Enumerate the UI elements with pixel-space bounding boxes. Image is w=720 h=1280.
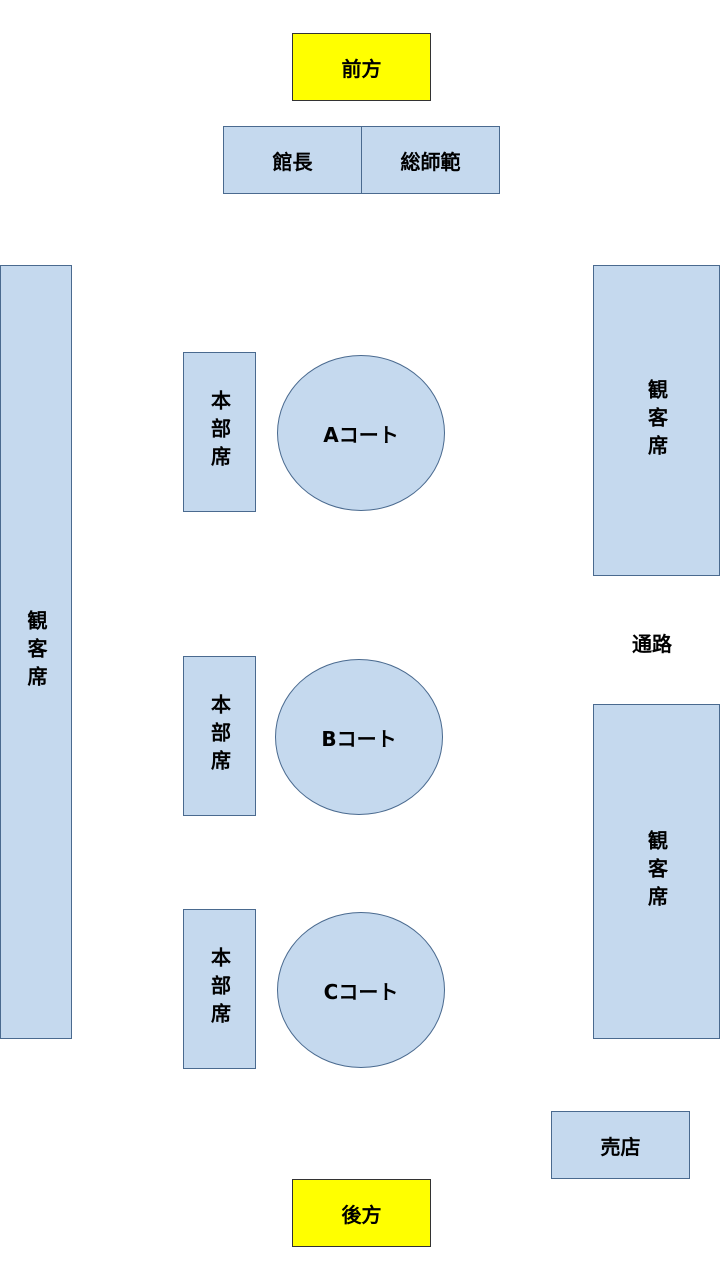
soshihan-seat: 総師範 [361, 126, 500, 194]
honbu-seat-a-label: 本部席 [207, 390, 232, 474]
kancho-seat: 館長 [223, 126, 362, 194]
audience-right-bottom-label: 観客席 [644, 829, 669, 914]
court-b: Bコート [275, 659, 443, 815]
honbu-seat-c: 本部席 [183, 909, 256, 1069]
audience-left-label: 観客席 [24, 610, 48, 694]
front-marker: 前方 [292, 33, 431, 101]
court-a: Aコート [277, 355, 445, 511]
kancho-label: 館長 [272, 149, 313, 174]
shop: 売店 [551, 1111, 690, 1179]
shop-label: 売店 [600, 1134, 641, 1159]
audience-left: 観客席 [0, 265, 72, 1039]
back-label: 後方 [341, 1202, 382, 1227]
soshihan-label: 総師範 [400, 149, 461, 174]
back-marker: 後方 [292, 1179, 431, 1247]
court-c: Cコート [277, 912, 445, 1068]
honbu-seat-b: 本部席 [183, 656, 256, 816]
audience-right-bottom: 観客席 [593, 704, 720, 1039]
audience-right-top: 観客席 [593, 265, 720, 576]
front-label: 前方 [341, 56, 382, 81]
audience-right-top-label: 観客席 [644, 378, 669, 463]
honbu-seat-a: 本部席 [183, 352, 256, 512]
court-b-label: Bコート [321, 726, 397, 751]
honbu-seat-c-label: 本部席 [207, 947, 232, 1031]
honbu-seat-b-label: 本部席 [207, 694, 232, 778]
court-a-label: Aコート [323, 422, 399, 447]
court-c-label: Cコート [323, 979, 399, 1004]
passage-label: 通路 [632, 632, 672, 656]
